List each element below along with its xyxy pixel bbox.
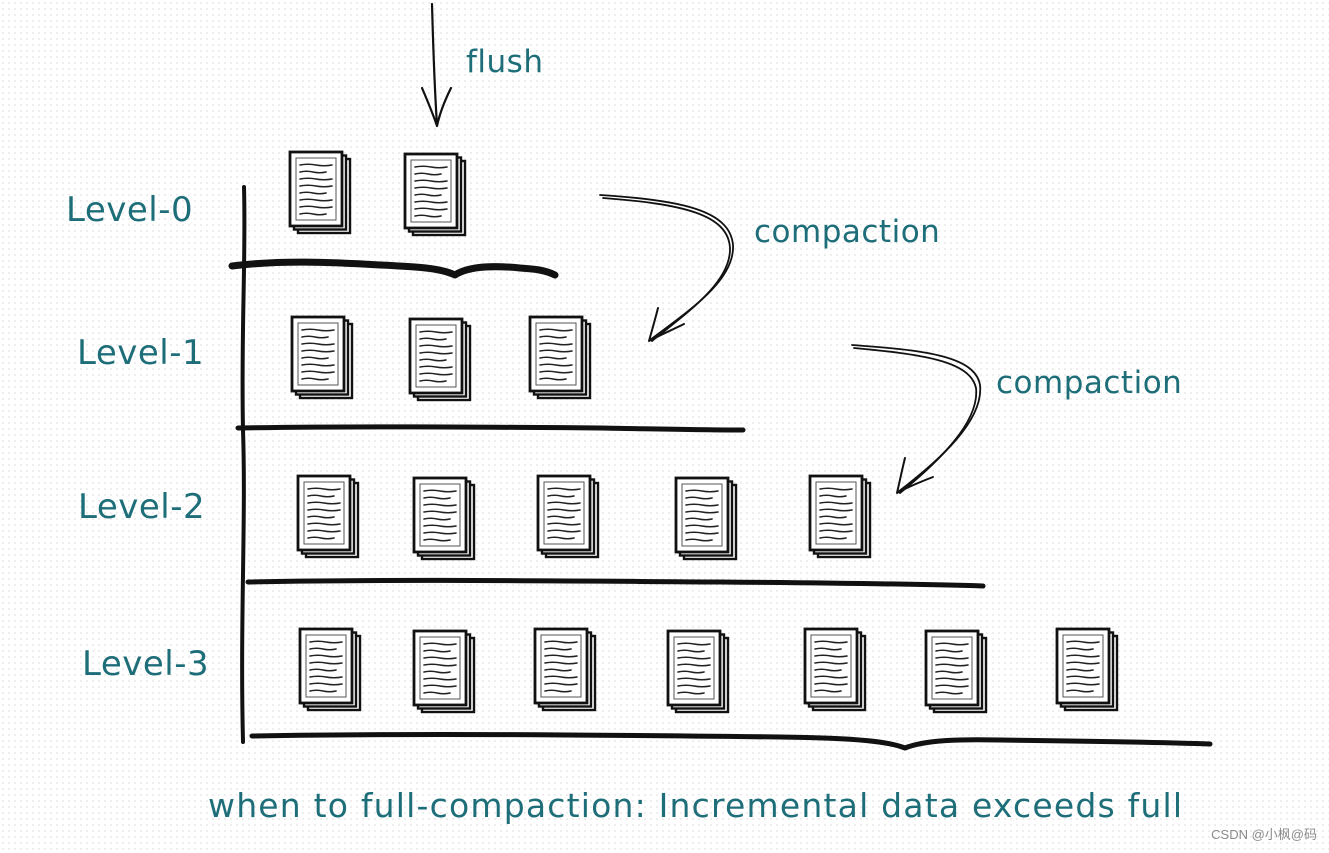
compaction-arrow-level-0-to-1 — [599, 194, 734, 342]
sstable-file-icon — [290, 315, 354, 400]
flush-label: flush — [466, 44, 544, 80]
sstable-file-icon — [674, 476, 738, 561]
sstable-file-icon — [536, 474, 600, 559]
sstable-file-icon — [288, 150, 352, 235]
compaction-arrow-level-1-to-2 — [851, 344, 981, 494]
sstable-file-icon — [528, 315, 592, 400]
sstable-file-icon — [296, 474, 360, 559]
sstable-file-icon — [298, 627, 362, 712]
flush-arrow — [420, 2, 453, 128]
level-0-baseline — [228, 258, 559, 279]
level-3-baseline — [249, 731, 1213, 751]
sstable-file-icon — [924, 629, 988, 714]
sstable-file-icon — [666, 629, 730, 714]
sstable-file-icon — [412, 476, 476, 561]
sstable-file-icon — [408, 317, 472, 402]
compaction-label-top: compaction — [754, 214, 941, 250]
vertical-axis — [240, 185, 247, 744]
level-1-label: Level-1 — [77, 333, 205, 373]
sstable-file-icon — [803, 627, 867, 712]
compaction-label-mid: compaction — [996, 365, 1183, 401]
watermark: CSDN @小枫@码 — [1211, 827, 1317, 842]
level-0-label: Level-0 — [66, 190, 194, 230]
sstable-file-icon — [1055, 627, 1119, 712]
sstable-file-icon — [403, 152, 467, 237]
level-2-baseline — [245, 577, 986, 589]
sstable-file-icon — [533, 627, 597, 712]
level-3-label: Level-3 — [82, 644, 210, 684]
level-2-label: Level-2 — [78, 487, 206, 527]
sstable-file-icon — [412, 629, 476, 714]
sstable-file-icon — [808, 474, 872, 559]
sstable-files — [288, 150, 1119, 714]
level-1-baseline — [235, 424, 746, 433]
footer-caption: when to full-compaction: Incremental dat… — [208, 786, 1184, 825]
